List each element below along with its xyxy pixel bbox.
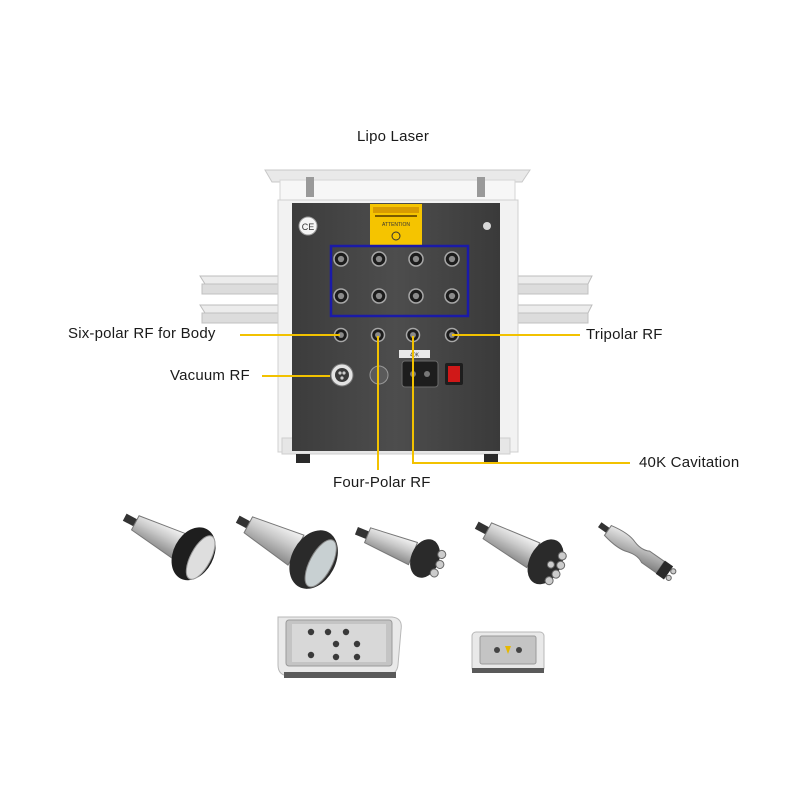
laser-socket <box>444 288 460 304</box>
screw-right <box>477 177 485 197</box>
laser-diode <box>353 640 361 648</box>
leader-cavitation <box>412 336 630 464</box>
laser-diode <box>307 651 315 659</box>
svg-text:40K: 40K <box>410 353 420 359</box>
small-lipo-laser-pad <box>471 631 545 673</box>
screw-left <box>306 177 314 197</box>
power-switch <box>445 363 463 385</box>
label-six-polar-rf: Six-polar RF for Body <box>68 325 216 342</box>
laser-socket <box>408 251 424 267</box>
laser-socket <box>371 251 387 267</box>
foot-right <box>484 454 498 463</box>
handpiece-four-polar-rf <box>598 522 677 581</box>
laser-socket <box>371 288 387 304</box>
svg-text:ATTENTION: ATTENTION <box>382 222 410 228</box>
ce-mark: CE <box>298 216 318 236</box>
rf-socket <box>405 327 421 343</box>
laser-socket <box>333 251 349 267</box>
panel-screw-icon <box>483 222 491 230</box>
leader-lines <box>240 334 630 470</box>
laser-socket <box>333 288 349 304</box>
handpiece-tripolar-rf <box>354 527 447 578</box>
cavitation-socket: 40K <box>399 350 439 388</box>
large-lipo-laser-pad <box>277 616 402 678</box>
handpiece-cavitation <box>122 513 216 581</box>
label-tripolar-rf: Tripolar RF <box>586 326 663 343</box>
label-lipo-laser: Lipo Laser <box>357 128 430 145</box>
laser-diode <box>353 653 361 661</box>
handpiece-six-polar-rf <box>474 521 567 586</box>
foot-left <box>296 454 310 463</box>
svg-text:CE: CE <box>302 222 315 232</box>
laser-diode <box>324 628 332 636</box>
laser-diode <box>307 628 315 636</box>
warning-label: ATTENTION <box>370 204 422 246</box>
laser-diode <box>342 628 350 636</box>
label-40k-cavitation: 40K Cavitation <box>639 454 740 471</box>
laser-socket <box>408 288 424 304</box>
laser-diode <box>332 653 340 661</box>
label-vacuum-rf: Vacuum RF <box>170 367 250 384</box>
laser-socket <box>444 251 460 267</box>
label-four-polar-rf: Four-Polar RF <box>333 474 431 491</box>
lipo-laser-sockets-highlight <box>329 244 470 318</box>
laser-diode <box>332 640 340 648</box>
warning-icon <box>391 231 401 241</box>
left-handpiece-holders <box>199 275 291 324</box>
handpiece-vacuum-rf <box>235 515 338 589</box>
lipo-laser-sockets <box>333 251 460 304</box>
vacuum-connector <box>330 363 354 387</box>
machine-top <box>264 169 531 205</box>
